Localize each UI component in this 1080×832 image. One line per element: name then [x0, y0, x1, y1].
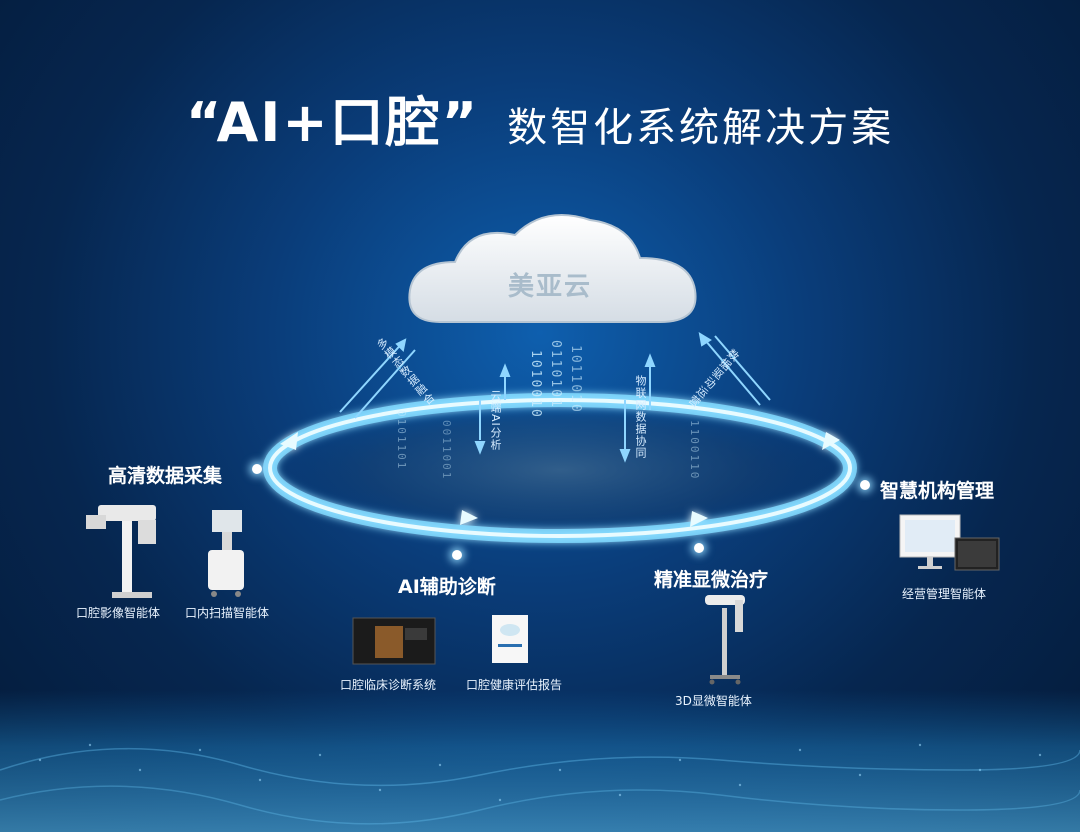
cloud-label: 美亚云 — [507, 272, 592, 302]
flow-label-iot: 物联网数据协同 — [634, 375, 647, 459]
section-dot — [452, 550, 462, 560]
binary-stream: 1010010 — [528, 350, 543, 419]
device-caption: 经营管理智能体 — [902, 587, 987, 601]
device-caption: 3D显微智能体 — [675, 694, 752, 708]
flow-label-cloud-ai: 云端AI分析 — [489, 390, 502, 451]
device-intraoral-scanner-illustration — [208, 510, 244, 597]
title-subtitle: 数智化系统解决方案 — [507, 105, 895, 151]
binary-stream: 1100110 — [688, 420, 701, 481]
section-title-micro-treatment: 精准显微治疗 — [654, 569, 769, 591]
flow-ring — [263, 393, 857, 543]
section-title-management: 智慧机构管理 — [880, 480, 995, 502]
device-caption: 口腔影像智能体 — [76, 606, 161, 620]
section-title-ai-diagnosis: AI辅助诊断 — [398, 576, 496, 598]
page-title: “AI+口腔” 数智化系统解决方案 — [0, 78, 1080, 157]
device-caption: 口腔临床诊断系统 — [340, 678, 437, 692]
device-caption: 口内扫描智能体 — [185, 606, 270, 620]
floor-disk — [290, 400, 830, 540]
particle-wave — [38, 743, 1042, 802]
cloud-shape — [408, 214, 697, 323]
section-dot — [252, 464, 262, 474]
binary-stream: 0011001 — [440, 420, 453, 481]
3d-microscope-illustration — [705, 595, 745, 685]
binary-stream: 1011010 — [568, 345, 583, 414]
device-pano-xray-illustration — [86, 505, 156, 598]
section-dot — [860, 480, 870, 490]
management-monitors-illustration — [899, 514, 1000, 571]
section-title-hd-capture: 高清数据采集 — [108, 465, 223, 487]
section-dot — [694, 543, 704, 553]
health-report-illustration — [492, 615, 528, 663]
clinical-diagnosis-screen-illustration — [352, 617, 436, 665]
device-caption: 口腔健康评估报告 — [466, 678, 563, 692]
binary-stream: 0110101 — [548, 340, 563, 409]
binary-stream: 0101101 — [395, 410, 408, 471]
title-main: “AI+口腔” — [185, 91, 480, 154]
flow-arrows — [339, 332, 771, 463]
